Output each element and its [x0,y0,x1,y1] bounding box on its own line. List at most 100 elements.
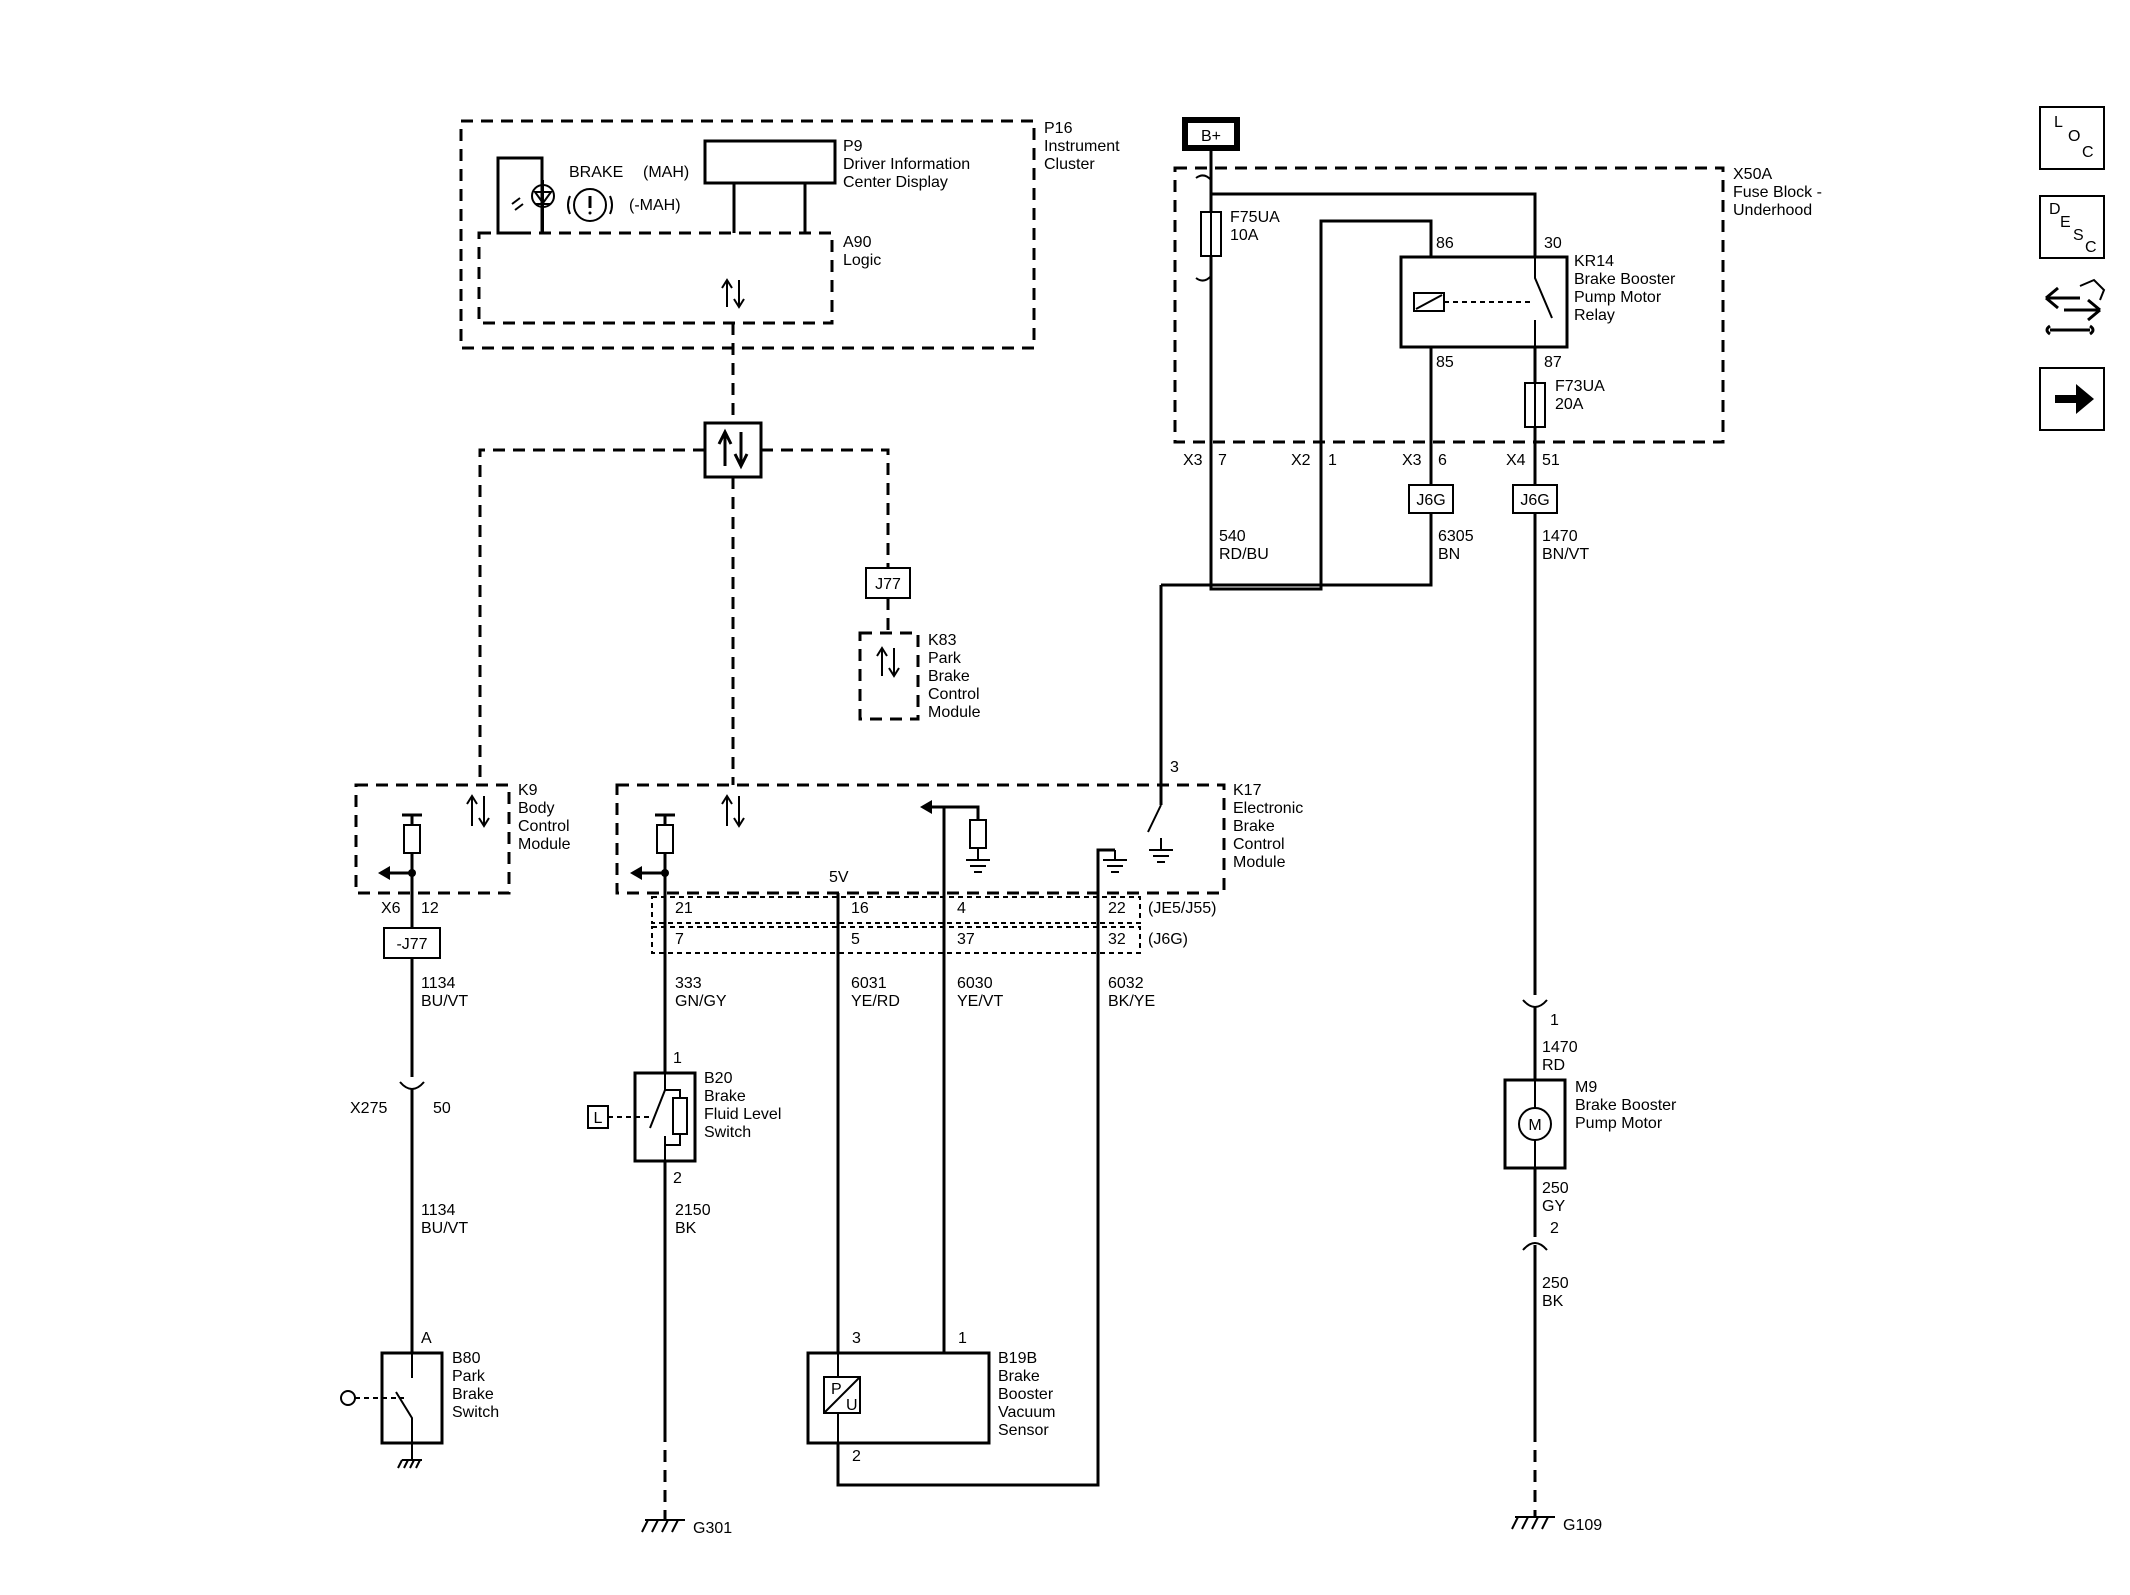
b80-label-1: Park [452,1368,486,1385]
k17-resistor-icon [656,824,674,854]
kr14-pin-87: 87 [1544,354,1562,371]
b20-id: B20 [704,1070,733,1087]
f75ua-amps: 10A [1230,227,1259,244]
x50a-label-1: Fuse Block - [1733,184,1822,201]
svg-text:C: C [2082,144,2094,161]
k17-ebcm-box [615,783,1226,895]
desc-button[interactable]: D E S C [2039,195,2105,259]
wire-6030-num: 6030 [957,975,993,992]
data-arrows-icon [876,646,900,678]
connector-repair-button[interactable] [2045,278,2106,336]
f73ua-amps: 20A [1555,396,1584,413]
wire-6031-num: 6031 [851,975,887,992]
k17-pin-4: 4 [957,900,966,917]
wire-250gy-color: GY [1542,1198,1565,1215]
k83-id: K83 [928,632,957,649]
k9-resistor-icon [403,824,421,854]
k17-pin-16: 16 [851,900,869,917]
wire-6030-color: YE/VT [957,993,1003,1010]
data-arrows-icon [721,794,745,828]
j77-label: J77 [875,576,901,593]
k17-5v-label: 5V [829,869,849,886]
j6g-connector-a [1408,484,1454,514]
relay-switch-icon [1534,257,1553,347]
kr14-id: KR14 [1574,253,1614,270]
j6g-label-b: J6G [1520,492,1549,509]
b80-label-3: Switch [452,1404,499,1421]
k83-module-box [858,631,920,721]
wire-1470-color: BN/VT [1542,546,1589,563]
kr14-pin-86: 86 [1436,235,1454,252]
input-arrow-icon [630,866,642,880]
x50a-pin-6: 6 [1438,452,1447,469]
svg-text:C: C [2085,239,2097,256]
wire-540-color: RD/BU [1219,546,1269,563]
b19b-label-2: Booster [998,1386,1054,1403]
k17-switch-ground-icon [1147,804,1173,863]
p16-label-1: Instrument [1044,138,1120,155]
b20-pin-2: 2 [673,1170,682,1187]
wire-333-color: GN/GY [675,993,727,1010]
k9-conn-x6: X6 [381,900,401,917]
b80-id: B80 [452,1350,481,1367]
data-arrows-icon [721,278,745,309]
kr14-label-2: Pump Motor [1574,289,1662,306]
b19b-pin-3: 3 [852,1330,861,1347]
a90-label-1: Logic [843,252,881,269]
k17-pin4-resistor-icon [969,819,987,849]
k9-id: K9 [518,782,538,799]
wire-1134-num-b: 1134 [421,1202,456,1219]
b20-resistor-icon [672,1097,688,1135]
j6g-connector-k17 [651,926,1141,954]
p9-label-1: Driver Information [843,156,970,173]
x50a-pin-1: 1 [1328,452,1337,469]
wire-250bk-num: 250 [1542,1275,1569,1292]
b80-label-2: Brake [452,1386,494,1403]
wire-6305-color: BN [1438,546,1460,563]
b20-label-2: Fluid Level [704,1106,781,1123]
b19b-pin-1: 1 [958,1330,967,1347]
input-arrow-icon [920,800,932,814]
b19b-pin-2: 2 [852,1448,861,1465]
p16-id: P16 [1044,120,1073,137]
k17-conn-j6g: (J6G) [1148,931,1188,948]
m9-id: M9 [1575,1079,1597,1096]
k17-pin-5: 5 [851,931,860,948]
wire-333-num: 333 [675,975,702,992]
kr14-pin-30: 30 [1544,235,1562,252]
m9-connector-pin-2: 2 [1550,1220,1559,1237]
g109-label: G109 [1563,1517,1602,1534]
svg-text:S: S [2073,227,2084,244]
svg-text:D: D [2049,201,2061,218]
k9-body-control-module-box [354,783,511,895]
m9-connector-2-icon [1522,1242,1548,1251]
k17-pin-3: 3 [1170,759,1179,776]
b20-label-3: Switch [704,1124,751,1141]
k17-label-4: Module [1233,854,1286,871]
wire-540-num: 540 [1219,528,1246,545]
x275-connector-icon [399,1081,425,1090]
b19b-label-4: Sensor [998,1422,1049,1439]
k9-label-1: Body [518,800,554,817]
b20-symbol: L [594,1110,603,1127]
kr14-pin-85: 85 [1436,354,1454,371]
k9-label-3: Module [518,836,571,853]
k83-label-4: Module [928,704,981,721]
wire-1470rd-color: RD [1542,1057,1565,1074]
neg-j77-connector [383,927,441,959]
b19b-p-symbol: P [831,1381,842,1398]
ground-icon [397,1443,422,1469]
data-arrows-icon [717,428,749,470]
x50a-pin-7: 7 [1218,452,1227,469]
wire-6032-color: BK/YE [1108,993,1155,1010]
x50a-conn-x4: X4 [1506,452,1526,469]
k17-conn-je5-j55: (JE5/J55) [1148,900,1216,917]
ground-icon [1103,850,1127,873]
next-button[interactable] [2039,367,2105,431]
pedal-symbol-icon [340,1390,356,1406]
wire-1134-color-b: BU/VT [421,1220,468,1237]
f75ua-id: F75UA [1230,209,1280,226]
loc-button[interactable]: L O C [2039,106,2105,170]
neg-j77-label: -J77 [396,936,427,953]
